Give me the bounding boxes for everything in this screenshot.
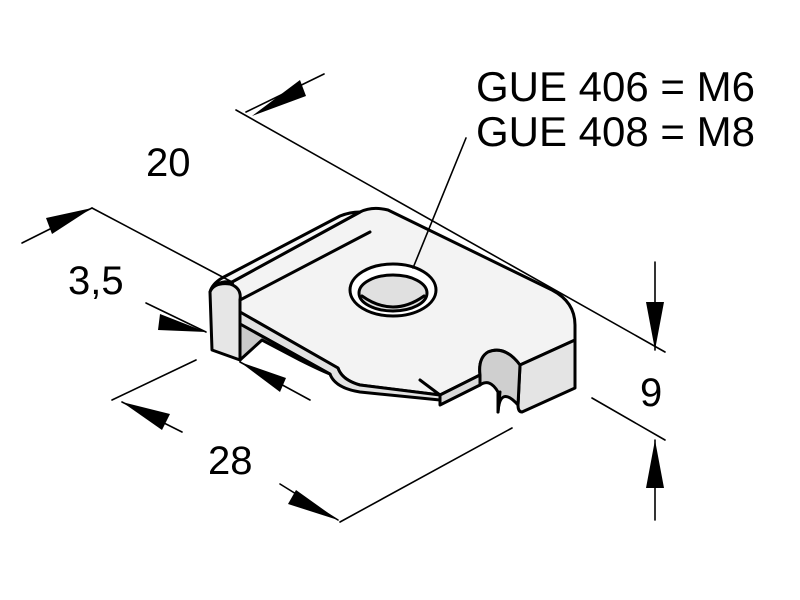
dim-3-5-lower-line: [145, 302, 207, 333]
dimension-9: [591, 261, 666, 521]
clamp-plate: [208, 206, 577, 414]
bolt-hole: [348, 262, 438, 318]
model-label-m8: GUE 408 = M8: [476, 108, 755, 155]
dim-9-arrowhead-bottom: [646, 440, 664, 488]
dimension-28: [111, 359, 513, 523]
dim-3-5-arrowhead-top: [46, 208, 92, 234]
dim-3-5-arrowhead-mid: [158, 314, 206, 332]
dim-28-ext-right: [339, 427, 513, 523]
dimension-3-5: [21, 207, 311, 401]
dim-3-5-arrowhead-low: [240, 362, 286, 392]
dim-9-ext-bottom: [591, 397, 666, 441]
notch-edge-line: [418, 378, 442, 397]
dim-height-value: 9: [640, 371, 662, 415]
dim-thickness-value: 3,5: [68, 259, 124, 303]
dim-28-arrowhead-right: [288, 490, 338, 520]
dimension-20: [91, 73, 666, 353]
dim-9-arrowhead-top: [646, 302, 664, 350]
slot-wall: [478, 348, 522, 414]
dim-20-line: [235, 109, 666, 353]
left-lip-front: [208, 282, 242, 362]
dim-20-arrowhead: [252, 80, 306, 116]
dim-length-value: 28: [208, 439, 253, 483]
model-label-m6: GUE 406 = M6: [476, 63, 755, 110]
dim-28-ext-left: [111, 359, 197, 401]
label-leader-line: [412, 137, 467, 269]
dim-20-ext-left: [91, 207, 233, 283]
dim-width-value: 20: [146, 141, 191, 185]
top-edge-line: [238, 230, 372, 302]
slot-edge-line: [496, 390, 502, 414]
underside-slot: [238, 322, 332, 376]
dim-28-arrowhead-left: [122, 402, 170, 430]
